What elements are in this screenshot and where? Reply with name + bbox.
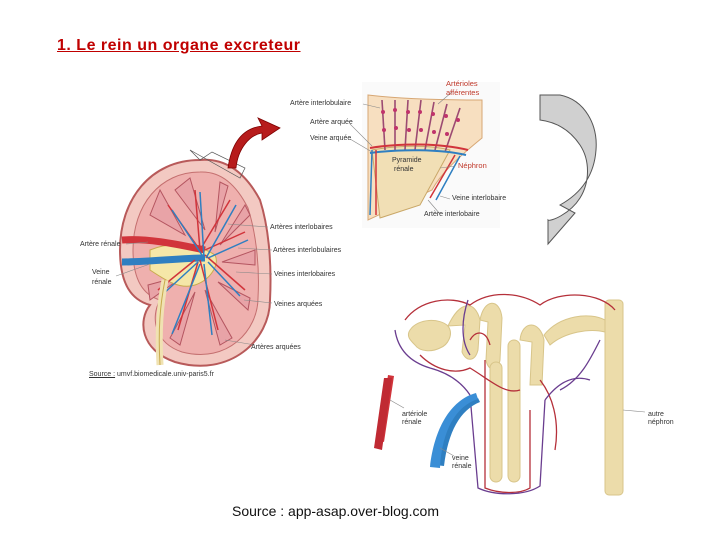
label-pyramide-line1: Pyramide bbox=[392, 157, 422, 164]
image-source-credit-small: Source : umvf.biomedicale.univ-paris5.fr bbox=[89, 371, 214, 378]
label-veine-arquee: Veine arquée bbox=[310, 135, 351, 142]
source-url: umvf.biomedicale.univ-paris5.fr bbox=[115, 371, 214, 378]
label-autre-nephron-line1: autre bbox=[648, 411, 664, 418]
label-pyramide-line2: rénale bbox=[394, 166, 414, 173]
label-veine-renale-nephron-line2: rénale bbox=[452, 463, 472, 470]
label-artere-interlobaire: Artère interlobaire bbox=[424, 211, 480, 218]
nephron-illustration bbox=[374, 294, 640, 495]
label-nephron: Néphron bbox=[458, 161, 487, 170]
source-prefix: Source : bbox=[89, 371, 115, 378]
pyramid-illustration bbox=[362, 82, 500, 228]
label-veine-renale-nephron-line1: veine bbox=[452, 455, 469, 462]
label-autre-nephron-line2: néphron bbox=[648, 419, 674, 426]
curved-arrow-icon bbox=[540, 95, 596, 244]
label-artere-arquee: Artère arquée bbox=[310, 119, 353, 126]
label-arteriole-renale-line2: rénale bbox=[402, 419, 422, 426]
label-veines-arquees: Veines arquées bbox=[274, 301, 323, 308]
label-arteres-interlobulaires: Artères interlobulaires bbox=[273, 247, 342, 254]
label-artere-interlobulaire: Artère interlobulaire bbox=[290, 100, 351, 107]
label-veine-interlobaire: Veine interlobaire bbox=[452, 195, 506, 202]
image-source-credit: Source : app-asap.over-blog.com bbox=[232, 503, 439, 519]
label-artere-renale: Artère rénale bbox=[80, 241, 121, 248]
zoom-arrow-icon bbox=[228, 118, 280, 168]
label-veine-renale-line1: Veine bbox=[92, 269, 110, 276]
kidney-illustration bbox=[120, 150, 271, 366]
label-arteriole-renale-line1: artériole bbox=[402, 411, 427, 418]
label-veine-renale-line2: rénale bbox=[92, 279, 112, 286]
label-arterioles-afferentes-line2: afférentes bbox=[446, 88, 479, 97]
label-arteres-interlobaires: Artères interlobaires bbox=[270, 224, 333, 231]
label-arterioles-afferentes-line1: Artérioles bbox=[446, 79, 478, 88]
label-veines-interlobaires: Veines interlobaires bbox=[274, 271, 336, 278]
label-arteres-arquees: Artères arquées bbox=[251, 344, 301, 351]
